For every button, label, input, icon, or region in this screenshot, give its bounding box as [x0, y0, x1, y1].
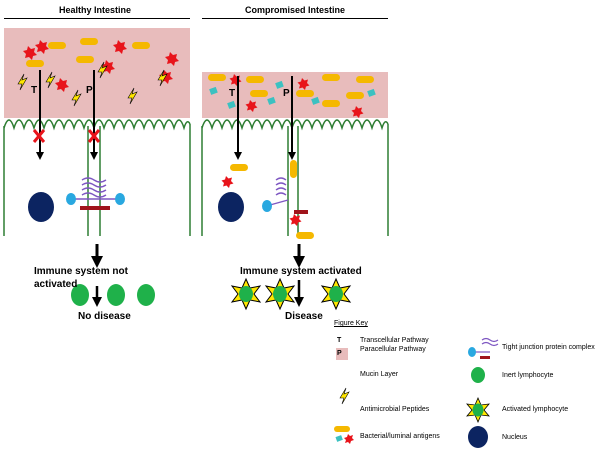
key-inert-lymphocyte-icon	[471, 367, 485, 383]
healthy-panel	[3, 28, 191, 307]
key-peptide-icon	[339, 387, 350, 405]
compromised-t-label: T	[229, 88, 236, 99]
inert-lymphocyte-1	[71, 284, 89, 306]
compromised-outcome: Immune system activated	[240, 266, 362, 277]
inert-lymphocyte-3	[137, 284, 155, 306]
inert-lymphocyte-2	[107, 284, 125, 306]
healthy-antimicrobial-peptides	[17, 61, 168, 107]
healthy-title-rule	[4, 18, 190, 19]
key-inert: Inert lymphocyte	[502, 372, 554, 379]
healthy-antigens	[23, 38, 179, 92]
healthy-title: Healthy Intestine	[58, 5, 132, 15]
key-paracellular: Paracellular Pathway	[360, 346, 426, 353]
compromised-title-rule	[202, 18, 388, 19]
compromised-antigens	[208, 74, 376, 118]
healthy-result: No disease	[78, 311, 131, 322]
compromised-result: Disease	[285, 311, 323, 322]
key-nucleus-icon	[468, 426, 488, 448]
crossing-antigen	[230, 164, 248, 171]
healthy-nucleus	[28, 192, 54, 222]
key-activated-lymphocyte-icon	[466, 396, 490, 424]
key-title: Figure Key	[334, 320, 368, 327]
compromised-nucleus	[218, 192, 244, 222]
figure-key	[334, 337, 499, 448]
compromised-tight-junction	[262, 177, 308, 214]
key-mucin: Mucin Layer	[360, 371, 399, 378]
healthy-villi-outline	[3, 119, 191, 131]
key-antimicrobial: Antimicrobial Peptides	[360, 406, 430, 413]
healthy-t-label: T	[31, 85, 38, 96]
compromised-villi-outline	[201, 119, 389, 131]
key-tight-junction: Tight junction protein complex	[502, 344, 595, 351]
key-mucin-swatch	[336, 348, 348, 360]
healthy-outcome-line2: activated	[34, 279, 78, 290]
key-antigens: Bacterial/luminal antigens	[360, 433, 440, 440]
healthy-blocked-cross-icon	[32, 129, 101, 143]
key-antigen-icon	[334, 426, 354, 444]
healthy-p-label: P	[86, 85, 93, 96]
key-nucleus: Nucleus	[502, 434, 528, 441]
healthy-outcome-line1: Immune system not	[34, 266, 128, 277]
activated-lymphocytes	[230, 277, 352, 311]
healthy-epithelium	[4, 118, 190, 236]
key-t-symbol: T	[337, 337, 342, 344]
compromised-title: Compromised Intestine	[244, 5, 345, 15]
key-activated: Activated lymphocyte	[502, 406, 569, 413]
healthy-tight-junction	[66, 177, 125, 210]
key-tight-junction-icon	[468, 337, 499, 359]
key-transcellular: Transcellular Pathway	[360, 337, 429, 344]
compromised-panel	[201, 72, 389, 311]
key-p-symbol: P	[337, 350, 342, 357]
compromised-p-label: P	[283, 88, 290, 99]
